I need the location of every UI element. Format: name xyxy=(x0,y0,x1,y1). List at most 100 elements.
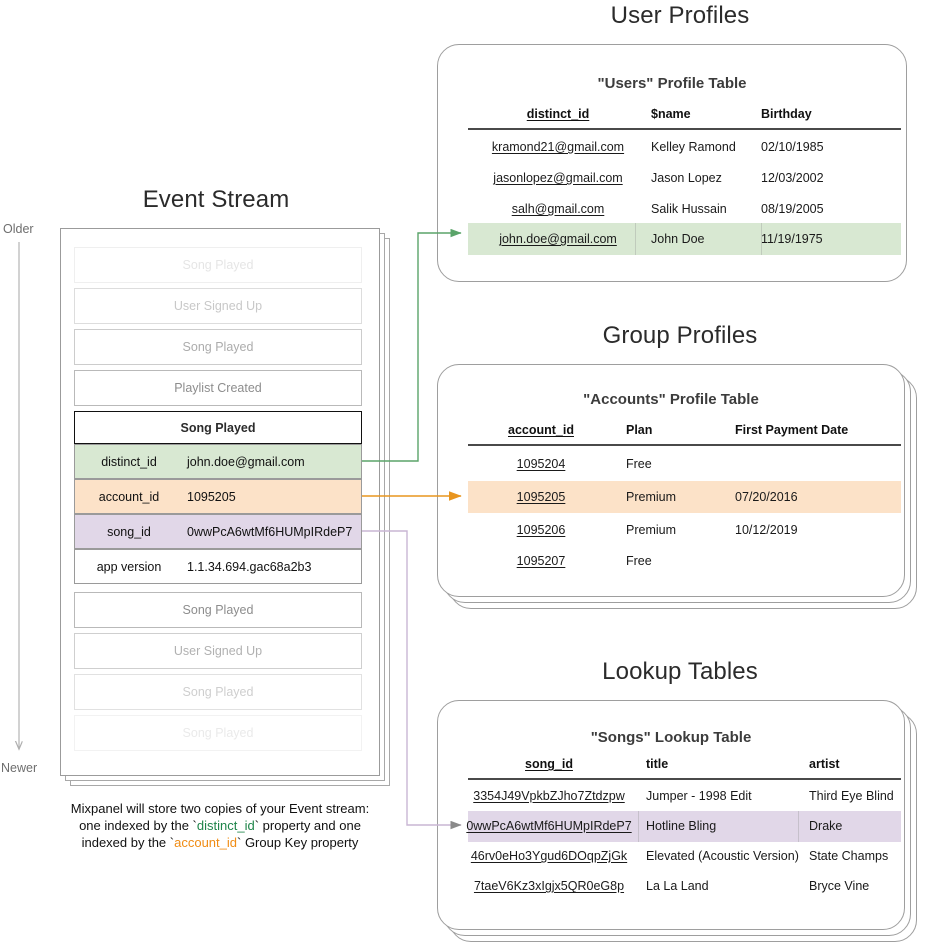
songs-cell-title: Elevated (Acoustic Version) xyxy=(646,849,799,863)
caption-line-3: indexed by the `account_id` Group Key pr… xyxy=(30,834,410,851)
property-value: john.doe@gmail.com xyxy=(187,454,305,469)
songs-cell-artist: State Champs xyxy=(809,849,889,863)
event-item[interactable]: User Signed Up xyxy=(74,288,362,324)
users-cell-distinct-id[interactable]: kramond21@gmail.com xyxy=(491,140,625,154)
songs-cell-song-id[interactable]: 3354J49VpkbZJho7Ztdzpw xyxy=(473,789,625,803)
event-item[interactable]: Song Played xyxy=(74,715,362,751)
accounts-cell-first-payment: 10/12/2019 xyxy=(735,523,798,537)
timeline-newer-label: Newer xyxy=(1,761,38,775)
songs-cell-title: Hotline Bling xyxy=(646,819,717,833)
caption-code-distinct-id: distinct_id xyxy=(196,818,255,833)
event-property-app-version[interactable]: app version 1.1.34.694.gac68a2b3 xyxy=(74,549,362,584)
property-key: distinct_id xyxy=(101,454,157,469)
songs-cell-title: Jumper - 1998 Edit xyxy=(646,789,752,803)
event-stream-container: Song Played User Signed Up Song Played P… xyxy=(60,228,390,786)
accounts-cell-account-id[interactable]: 1095206 xyxy=(516,523,566,537)
songs-cell-artist: Third Eye Blind xyxy=(809,789,894,803)
event-item[interactable]: Song Played xyxy=(74,329,362,365)
songs-cell-artist: Drake xyxy=(809,819,843,833)
songs-cell-artist: Bryce Vine xyxy=(809,879,870,893)
caption-code-account-id: account_id xyxy=(174,835,237,850)
users-table-title: "Users" Profile Table xyxy=(597,75,747,92)
event-property-account-id[interactable]: account_id 1095205 xyxy=(74,479,362,514)
accounts-cell-account-id[interactable]: 1095204 xyxy=(516,457,566,471)
songs-row-separator xyxy=(798,811,799,842)
songs-cell-song-id[interactable]: 0wwPcA6wtMf6HUMpIRdeP7 xyxy=(466,819,632,833)
event-property-distinct-id[interactable]: distinct_id john.doe@gmail.com xyxy=(74,444,362,479)
users-cell-name: John Doe xyxy=(651,232,705,246)
event-property-song-id[interactable]: song_id 0wwPcA6wtMf6HUMpIRdeP7 xyxy=(74,514,362,549)
songs-cell-title: La La Land xyxy=(646,879,709,893)
accounts-col-header-account-id: account_id xyxy=(508,423,574,437)
event-item[interactable]: Playlist Created xyxy=(74,370,362,406)
users-cell-name: Jason Lopez xyxy=(651,171,722,185)
users-col-header-birthday: Birthday xyxy=(761,107,812,121)
songs-card-body: "Songs" Lookup Table song_id title artis… xyxy=(437,700,905,930)
users-col-header-distinct-id: distinct_id xyxy=(526,107,590,121)
accounts-table-title: "Accounts" Profile Table xyxy=(583,391,759,408)
songs-cell-song-id[interactable]: 7taeV6Kz3xIgjx5QR0eG8p xyxy=(473,879,625,893)
accounts-header-rule xyxy=(468,444,901,446)
songs-cell-song-id[interactable]: 46rv0eHo3Ygud6DOqpZjGk xyxy=(470,849,628,863)
users-profile-card: "Users" Profile Table distinct_id $name … xyxy=(437,44,917,284)
property-key: account_id xyxy=(98,489,160,504)
users-cell-birthday: 11/19/1975 xyxy=(761,232,823,246)
property-key: song_id xyxy=(107,524,151,539)
songs-col-header-artist: artist xyxy=(809,757,840,771)
accounts-col-header-plan: Plan xyxy=(626,423,653,437)
property-value: 0wwPcA6wtMf6HUMpIRdeP7 xyxy=(187,524,353,539)
user-profiles-title: User Profiles xyxy=(610,2,750,29)
users-cell-name: Salik Hussain xyxy=(651,202,727,216)
accounts-cell-account-id[interactable]: 1095207 xyxy=(516,554,566,568)
users-card-body: "Users" Profile Table distinct_id $name … xyxy=(437,44,907,282)
users-cell-birthday: 08/19/2005 xyxy=(761,202,824,216)
caption-line-1: Mixpanel will store two copies of your E… xyxy=(70,801,370,816)
caption-line-2: one indexed by the `distinct_id` propert… xyxy=(30,817,410,834)
songs-lookup-card: "Songs" Lookup Table song_id title artis… xyxy=(437,700,917,948)
event-item[interactable]: User Signed Up xyxy=(74,633,362,669)
event-stream-title: Event Stream xyxy=(142,186,290,213)
property-value: 1095205 xyxy=(187,489,236,504)
selected-event-header[interactable]: Song Played xyxy=(74,411,362,444)
accounts-cell-first-payment: 07/20/2016 xyxy=(735,490,798,504)
event-item[interactable]: Song Played xyxy=(74,674,362,710)
accounts-card-body: "Accounts" Profile Table account_id Plan… xyxy=(437,364,905,597)
songs-col-header-song-id: song_id xyxy=(525,757,573,771)
users-header-rule xyxy=(468,128,901,130)
songs-row-separator xyxy=(638,811,639,842)
users-cell-name: Kelley Ramond xyxy=(651,140,736,154)
users-cell-birthday: 12/03/2002 xyxy=(761,171,824,185)
property-value: 1.1.34.694.gac68a2b3 xyxy=(187,559,312,574)
caption-line-2-prefix: one indexed by the ` xyxy=(79,818,197,833)
users-cell-birthday: 02/10/1985 xyxy=(761,140,824,154)
users-cell-distinct-id[interactable]: john.doe@gmail.com xyxy=(499,232,617,246)
accounts-profile-card: "Accounts" Profile Table account_id Plan… xyxy=(437,364,917,614)
stream-stack-layer-1: Song Played User Signed Up Song Played P… xyxy=(60,228,380,776)
caption-line-3-prefix: indexed by the ` xyxy=(81,835,175,850)
accounts-cell-plan: Free xyxy=(626,457,652,471)
stream-caption: Mixpanel will store two copies of your E… xyxy=(30,800,410,851)
lookup-tables-title: Lookup Tables xyxy=(602,658,758,685)
event-item[interactable]: Song Played xyxy=(74,247,362,283)
users-cell-distinct-id[interactable]: jasonlopez@gmail.com xyxy=(493,171,623,185)
accounts-cell-account-id[interactable]: 1095205 xyxy=(516,490,566,504)
songs-highlight-band xyxy=(468,811,901,842)
accounts-highlight-band xyxy=(468,481,901,513)
users-cell-distinct-id[interactable]: salh@gmail.com xyxy=(511,202,605,216)
property-key: app version xyxy=(96,559,162,574)
caption-line-2-suffix: ` property and one xyxy=(254,818,361,833)
users-highlight-band xyxy=(468,223,901,255)
accounts-col-header-first-payment: First Payment Date xyxy=(735,423,849,437)
songs-table-title: "Songs" Lookup Table xyxy=(590,729,752,746)
users-col-header-name: $name xyxy=(651,107,691,121)
users-row-separator xyxy=(761,223,762,255)
songs-col-header-title: title xyxy=(646,757,669,771)
accounts-cell-plan: Free xyxy=(626,554,652,568)
songs-header-rule xyxy=(468,778,901,780)
event-item[interactable]: Song Played xyxy=(74,592,362,628)
group-profiles-title: Group Profiles xyxy=(602,322,758,349)
caption-line-3-suffix: ` Group Key property xyxy=(237,835,359,850)
timeline-older-label: Older xyxy=(3,222,34,236)
users-row-separator xyxy=(635,223,636,255)
